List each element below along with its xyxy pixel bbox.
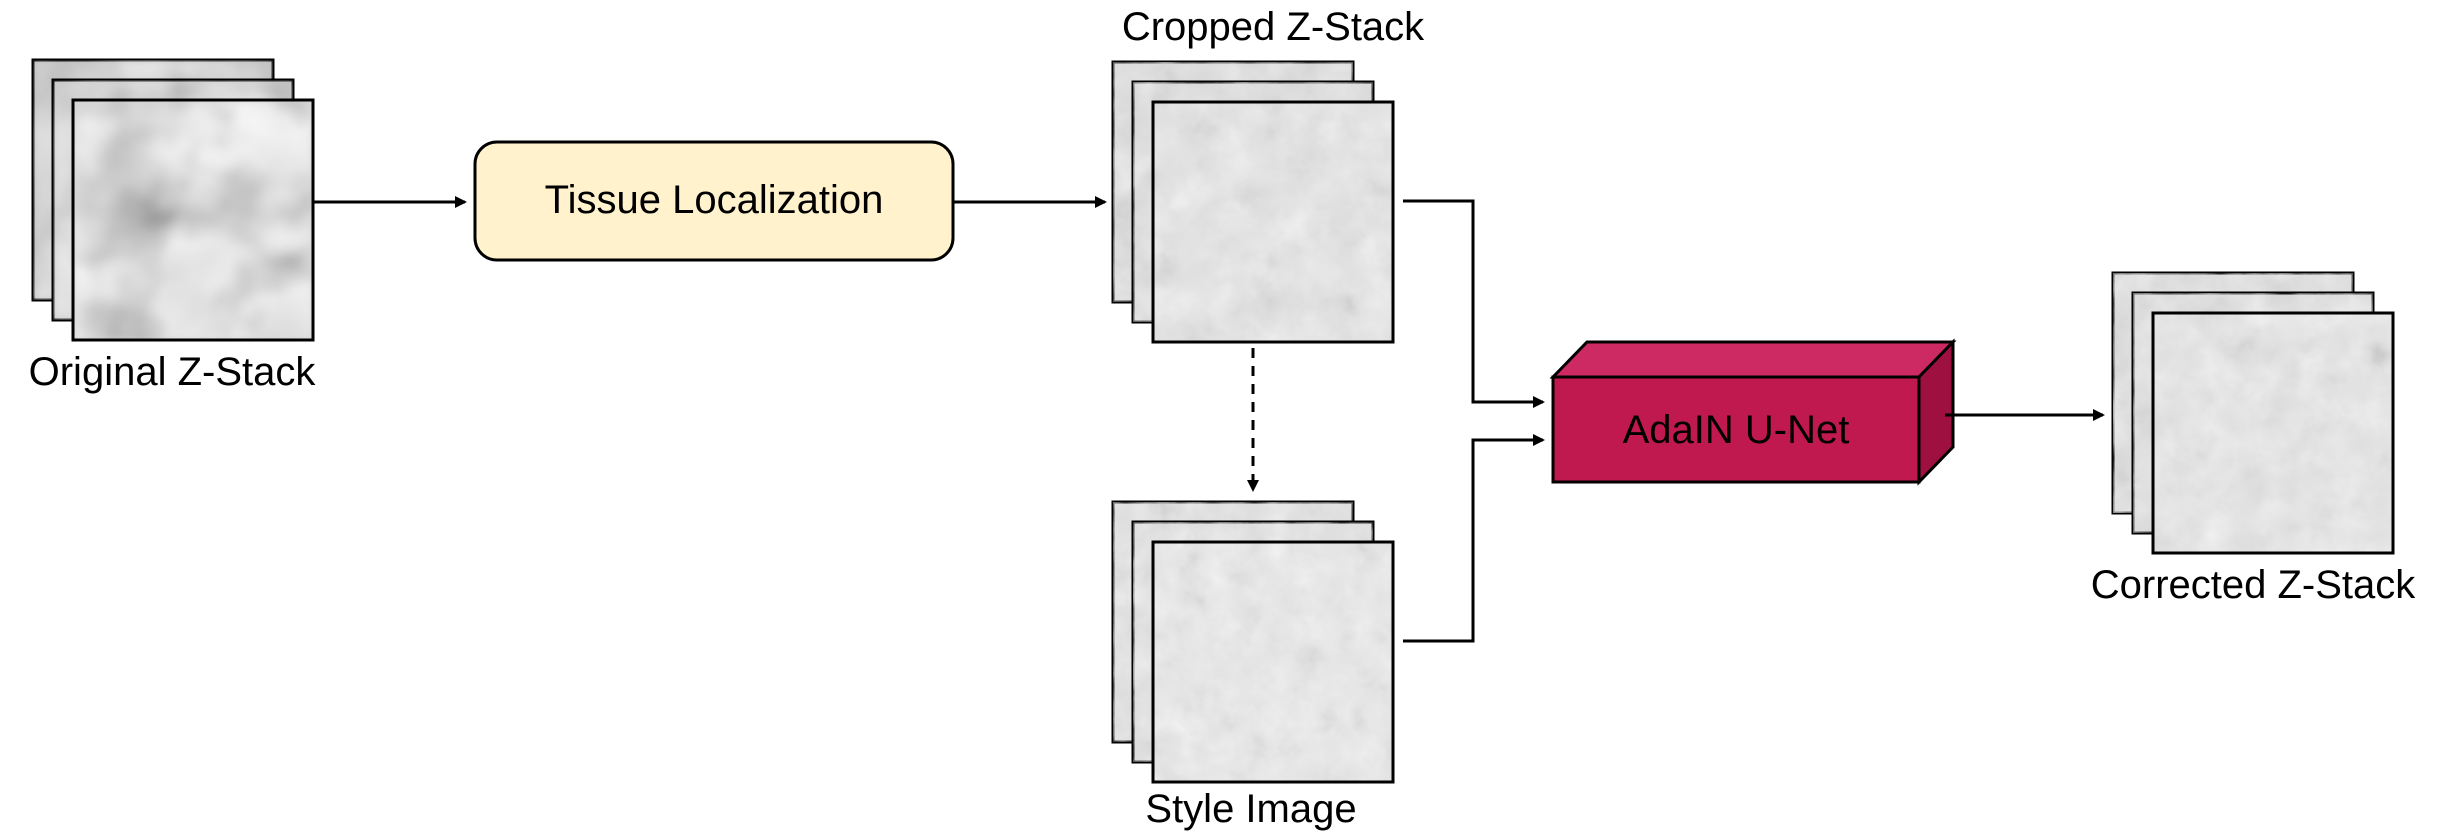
adain-box-front: [1551, 375, 1921, 484]
corrected-z-stack: [2111, 271, 2395, 555]
stack-layer-front-texture: [1153, 102, 1393, 342]
stack-layer-front-texture: [73, 100, 313, 340]
style-image-label: Style Image: [1145, 787, 1356, 831]
style-image-stack: [1111, 500, 1395, 784]
adain-unet-box: AdaIN U-Net: [1549, 338, 1957, 486]
stack-layer-front-border: [1151, 100, 1395, 344]
stack-layer-front-border: [2151, 311, 2395, 555]
adain-box-top: [1549, 340, 1957, 379]
corrected-z-stack-label: Corrected Z-Stack: [2091, 563, 2417, 607]
cropped-z-stack: [1111, 60, 1395, 344]
tissue-localization-label: Tissue Localization: [545, 178, 884, 222]
adain-unet-label: AdaIN U-Net: [1623, 408, 1850, 452]
arrow-style-to-adain: [1403, 434, 1545, 643]
arrow-cropped-to-adain: [1403, 199, 1545, 408]
cropped-z-stack-label: Cropped Z-Stack: [1122, 5, 1425, 49]
original-z-stack-label: Original Z-Stack: [29, 350, 317, 394]
original-z-stack: [31, 58, 315, 342]
stack-layer-front-texture: [1153, 542, 1393, 782]
stack-layer-front-texture: [2153, 313, 2393, 553]
stack-layer-front-border: [1151, 540, 1395, 784]
tissue-localization-box: Tissue Localization: [473, 140, 955, 262]
stack-layer-front-border: [71, 98, 315, 342]
